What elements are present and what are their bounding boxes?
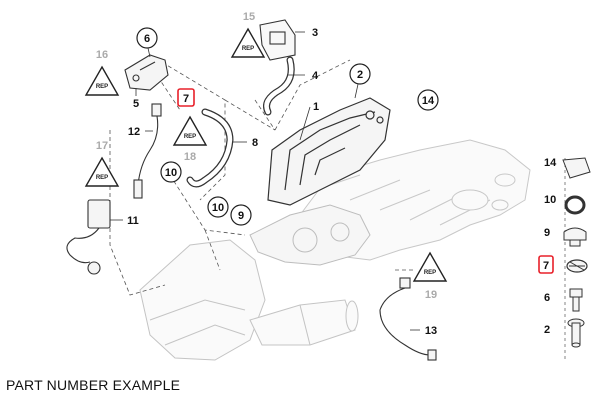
connector-part-3 bbox=[259, 19, 296, 61]
warning-triangle-17: REP bbox=[84, 156, 120, 187]
callout-10-bottom: 10 bbox=[207, 196, 229, 218]
warning-triangle-19: REP bbox=[412, 251, 448, 282]
svg-text:REP: REP bbox=[96, 175, 108, 181]
turbo-housing bbox=[249, 204, 371, 266]
legend-item-2: 2 bbox=[544, 318, 585, 348]
callout-1: 1 bbox=[313, 101, 319, 113]
callout-7-highlighted: 7 bbox=[177, 88, 195, 107]
svg-text:2: 2 bbox=[544, 324, 550, 336]
svg-text:6: 6 bbox=[144, 33, 150, 45]
warning-triangle-16: REP bbox=[84, 65, 120, 96]
callout-6: 6 bbox=[136, 27, 158, 49]
small-parts-legend: 14 10 9 7 6 2 bbox=[538, 157, 591, 360]
svg-text:14: 14 bbox=[422, 95, 435, 107]
legend-item-9: 9 bbox=[544, 227, 587, 247]
callout-12: 12 bbox=[128, 126, 140, 138]
callout-15: 15 bbox=[243, 11, 255, 23]
caption-part-number-example: PART NUMBER EXAMPLE bbox=[6, 377, 181, 393]
callout-11: 11 bbox=[127, 215, 139, 227]
heat-shield bbox=[267, 97, 391, 206]
svg-text:REP: REP bbox=[96, 84, 108, 90]
legend-item-14: 14 bbox=[544, 157, 591, 179]
svg-text:12: 12 bbox=[128, 126, 140, 138]
leader-6 bbox=[147, 47, 151, 58]
callout-16: 16 bbox=[96, 49, 108, 61]
sensor-part-12 bbox=[133, 103, 162, 199]
catalytic-converter bbox=[139, 239, 359, 361]
callout-4: 4 bbox=[312, 70, 319, 82]
svg-text:REP: REP bbox=[184, 134, 196, 140]
svg-text:6: 6 bbox=[544, 292, 550, 304]
svg-text:3: 3 bbox=[312, 27, 318, 39]
warning-triangle-15: REP bbox=[230, 27, 266, 58]
callout-8: 8 bbox=[252, 137, 258, 149]
sensor-part-11 bbox=[66, 199, 111, 275]
svg-text:16: 16 bbox=[96, 49, 108, 61]
svg-text:13: 13 bbox=[425, 325, 437, 337]
bracket-part-5 bbox=[124, 54, 169, 91]
svg-text:18: 18 bbox=[184, 151, 196, 163]
svg-text:9: 9 bbox=[238, 210, 244, 222]
svg-text:10: 10 bbox=[212, 202, 224, 214]
callout-5: 5 bbox=[133, 98, 139, 110]
svg-text:1: 1 bbox=[313, 101, 319, 113]
svg-text:5: 5 bbox=[133, 98, 139, 110]
svg-text:REP: REP bbox=[424, 270, 436, 276]
callout-18: 18 bbox=[184, 151, 196, 163]
svg-text:17: 17 bbox=[96, 140, 108, 152]
dashed-leaders bbox=[109, 54, 415, 296]
svg-text:9: 9 bbox=[544, 227, 550, 239]
callout-14: 14 bbox=[417, 89, 439, 111]
svg-text:19: 19 bbox=[425, 289, 437, 301]
svg-text:8: 8 bbox=[252, 137, 258, 149]
callout-10-top: 10 bbox=[160, 161, 182, 183]
svg-text:7: 7 bbox=[543, 260, 549, 272]
svg-text:7: 7 bbox=[183, 93, 189, 105]
svg-text:10: 10 bbox=[165, 167, 177, 179]
svg-text:14: 14 bbox=[544, 157, 557, 169]
callout-9: 9 bbox=[230, 204, 252, 226]
svg-text:4: 4 bbox=[312, 70, 319, 82]
callout-3: 3 bbox=[312, 27, 318, 39]
svg-text:REP: REP bbox=[242, 46, 254, 52]
warning-triangle-18: REP bbox=[172, 115, 208, 146]
sensor-part-13 bbox=[379, 277, 437, 361]
legend-item-7-highlighted: 7 bbox=[538, 255, 588, 274]
callout-13: 13 bbox=[425, 325, 437, 337]
svg-text:11: 11 bbox=[127, 215, 139, 227]
callout-19: 19 bbox=[425, 289, 437, 301]
svg-text:15: 15 bbox=[243, 11, 255, 23]
legend-item-6: 6 bbox=[544, 288, 583, 312]
leader-1 bbox=[299, 106, 311, 141]
legend-item-10: 10 bbox=[544, 194, 586, 215]
callout-17: 17 bbox=[96, 140, 108, 152]
svg-text:2: 2 bbox=[357, 69, 363, 81]
callout-2: 2 bbox=[349, 63, 371, 85]
svg-text:10: 10 bbox=[544, 194, 556, 206]
